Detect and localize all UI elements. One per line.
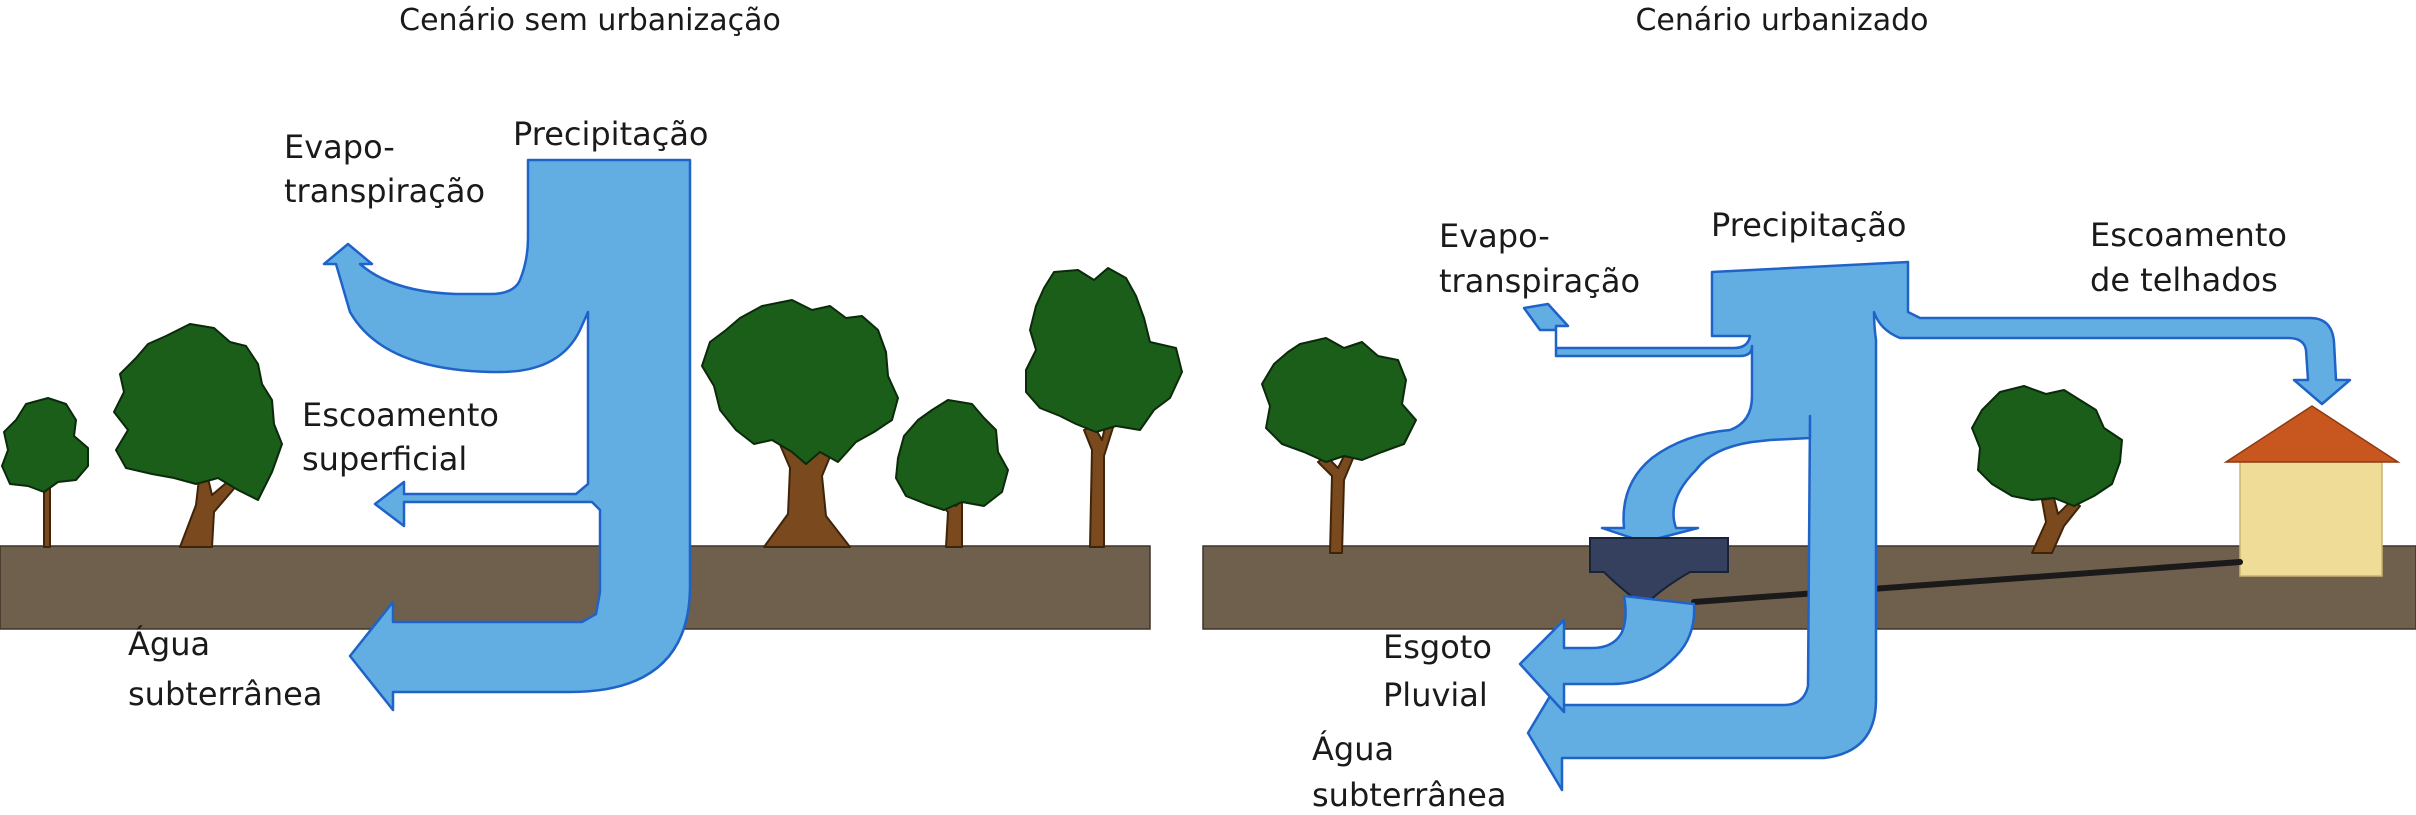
label-precipitation-urbanized: Precipitação <box>1711 206 1907 244</box>
label-storm-sewer-2: Pluvial <box>1383 676 1488 714</box>
panel-natural: Cenário sem urbanização Precipitação Eva… <box>0 3 1183 713</box>
label-groundwater-urbanized-1: Água <box>1312 730 1394 768</box>
label-evapo-urbanized-2: transpiração <box>1439 262 1640 300</box>
tree-small-middle <box>895 399 1009 548</box>
tree-tall-right <box>1025 267 1183 548</box>
tree-urban-left <box>1261 337 1417 554</box>
house <box>2223 405 2401 577</box>
ground-natural <box>0 545 1151 630</box>
label-evapo-urbanized-1: Evapo- <box>1439 217 1550 255</box>
label-runoff-natural-1: Escoamento <box>302 396 499 434</box>
storm-pipe <box>1691 559 2243 605</box>
panel-title-urbanized: Cenário urbanizado <box>1635 3 1928 38</box>
label-groundwater-natural-1: Água <box>128 625 210 663</box>
label-storm-sewer-1: Esgoto <box>1383 628 1492 666</box>
tree-medium-left <box>113 323 283 548</box>
panel-title-natural: Cenário sem urbanização <box>399 3 781 38</box>
tree-urban-right <box>1971 385 2123 554</box>
label-precipitation-natural: Precipitação <box>513 115 709 153</box>
flow-storm-sewer <box>1518 594 1696 714</box>
label-groundwater-natural-2: subterrânea <box>128 675 322 713</box>
label-runoff-natural-2: superficial <box>302 440 467 478</box>
tree-small-left <box>1 397 89 548</box>
house-roof <box>2223 405 2401 463</box>
label-groundwater-urbanized-2: subterrânea <box>1312 776 1506 814</box>
flow-precipitation-urbanized <box>1522 260 2352 792</box>
tree-large-middle <box>701 299 899 548</box>
label-evapo-natural-1: Evapo- <box>284 128 395 166</box>
flow-precipitation-natural <box>322 158 692 712</box>
house-wall <box>2239 459 2383 577</box>
panel-urbanized: Cenário urbanizado Precipitação Evapo- t… <box>1202 3 2416 814</box>
label-roof-runoff-2: de telhados <box>2090 261 2278 299</box>
label-roof-runoff-1: Escoamento <box>2090 216 2287 254</box>
label-evapo-natural-2: transpiração <box>284 172 485 210</box>
